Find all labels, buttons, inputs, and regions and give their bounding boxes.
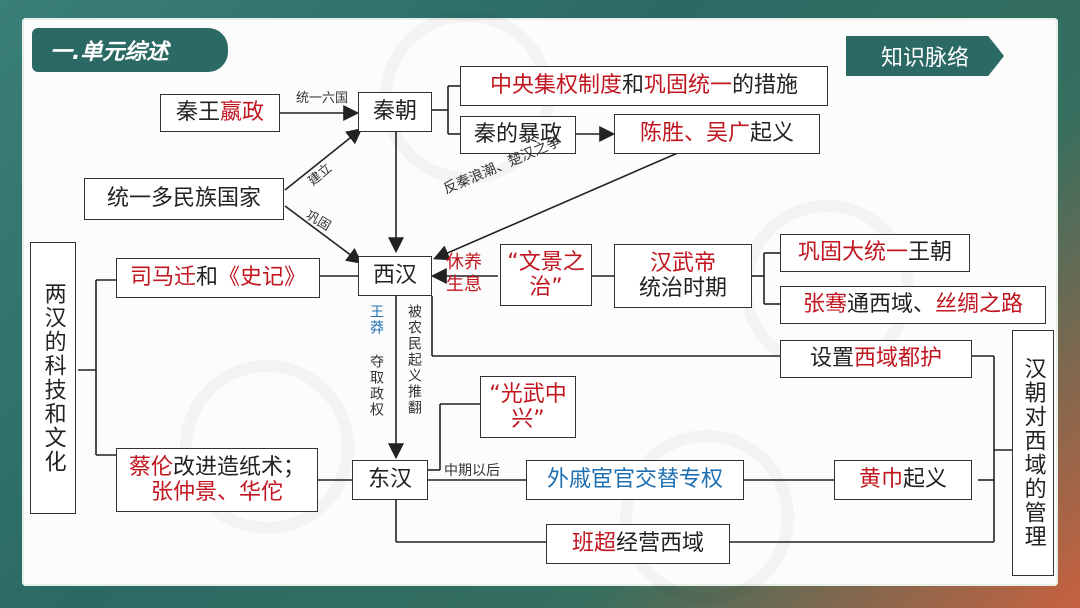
qinchao-text: 秦朝 (372, 99, 417, 125)
wenjing-text: “文景之治” (507, 249, 585, 300)
label-duoquan: 夺取政权 (366, 354, 386, 418)
badge-label: 知识脉络 (880, 46, 969, 71)
box-qinchao: 秦朝 (358, 92, 432, 132)
gonggu-red: 巩固大统一 (797, 240, 908, 266)
waiqi-text: 外戚宦官交替专权 (546, 467, 723, 493)
xiuyang-text: 休养生息 (446, 252, 482, 295)
measures-red1: 中央集权制度 (489, 73, 622, 99)
box-xihan: 西汉 (358, 256, 432, 296)
zhongqi-text: 中期以后 (444, 463, 500, 479)
box-wenjing: “文景之治” (500, 244, 592, 306)
box-duhu: 设置西域都护 (780, 340, 972, 378)
label-bei: 被农民起义推翻 (404, 304, 424, 416)
label-zhongqi: 中期以后 (444, 460, 500, 480)
box-baozheng: 秦的暴政 (460, 116, 576, 154)
box-sima: 司马迁和《史记》 (116, 258, 320, 298)
box-zhangqian: 张骞通西域、丝绸之路 (780, 286, 1046, 324)
label-xiuyang: 休养生息 (446, 252, 492, 295)
duoquan-text: 夺取政权 (368, 354, 384, 418)
wudi-post: 统治时期 (638, 276, 727, 301)
box-waiqi: 外戚宦官交替专权 (526, 460, 744, 500)
hanchao-text: 汉朝对西域的管理 (1020, 357, 1046, 549)
lianghan-text: 两汉的科技和文化 (40, 282, 66, 474)
wudi-red: 汉武帝 (649, 250, 716, 276)
banchao-post: 经营西域 (616, 531, 705, 557)
box-huangjin: 黄巾起义 (834, 460, 972, 500)
box-gonggu: 巩固大统一王朝 (780, 234, 970, 272)
box-lianghan: 两汉的科技和文化 (30, 242, 76, 514)
gonggu-post: 王朝 (908, 240, 953, 266)
sima-red1: 司马迁 (129, 265, 196, 291)
caihou-post: 改进造纸术； (173, 454, 306, 480)
caihou-red: 蔡伦 (128, 454, 173, 480)
qiyi-red: 陈胜、吴广 (639, 121, 750, 147)
duominzu-text: 统一多民族国家 (106, 186, 261, 212)
xihan-text: 西汉 (372, 263, 417, 289)
box-hanchao: 汉朝对西域的管理 (1012, 330, 1054, 576)
banchao-red: 班超 (571, 531, 616, 557)
duhu-pre: 设置 (809, 346, 854, 372)
zhangqian-red1: 张骞 (802, 292, 847, 318)
label-wangmang: 王莽 (366, 304, 386, 336)
bei-text: 被农民起义推翻 (406, 304, 422, 416)
sima-red2: 《史记》 (218, 265, 307, 291)
qiyi-post: 起义 (750, 121, 795, 147)
tongyi-text: 统一六国 (296, 91, 349, 106)
guangwu-text: “光武中兴” (489, 381, 567, 432)
duhu-red: 西域都护 (854, 346, 943, 372)
qinwang-text: 秦王 (175, 100, 220, 126)
watermark-ring (620, 430, 794, 604)
label-tongyi: 统一六国 (296, 90, 348, 108)
zhangqian-red2: 丝绸之路 (935, 292, 1024, 318)
measures-post: 的措施 (732, 73, 799, 99)
box-measures: 中央集权制度和巩固统一的措施 (460, 66, 828, 106)
huangjin-red: 黄巾 (858, 467, 903, 493)
caihou-line2: 张仲景、华佗 (150, 480, 283, 505)
box-guangwu: “光武中兴” (480, 376, 576, 438)
box-wudi: 汉武帝统治时期 (614, 244, 752, 308)
qinwang-red: 嬴政 (220, 100, 265, 126)
measures-red2: 巩固统一 (644, 73, 733, 99)
section-title: 一.单元综述 (50, 40, 169, 65)
box-banchao: 班超经营西域 (546, 524, 730, 564)
measures-mid: 和 (621, 73, 644, 99)
box-donghan: 东汉 (352, 460, 428, 500)
baozheng-text: 秦的暴政 (473, 122, 562, 148)
knowledge-badge: 知识脉络 (846, 36, 1004, 76)
sima-mid: 和 (195, 265, 218, 291)
zhangqian-mid: 通西域、 (846, 292, 935, 318)
donghan-text: 东汉 (367, 467, 412, 493)
box-qiyi: 陈胜、吴广起义 (614, 114, 820, 154)
box-caihou: 蔡伦改进造纸术； 张仲景、华佗 (116, 448, 318, 512)
huangjin-post: 起义 (903, 467, 948, 493)
wangmang-text: 王莽 (368, 304, 384, 336)
box-duominzu: 统一多民族国家 (84, 178, 284, 220)
section-title-tag: 一.单元综述 (32, 28, 228, 72)
box-qinwang: 秦王嬴政 (160, 94, 280, 132)
